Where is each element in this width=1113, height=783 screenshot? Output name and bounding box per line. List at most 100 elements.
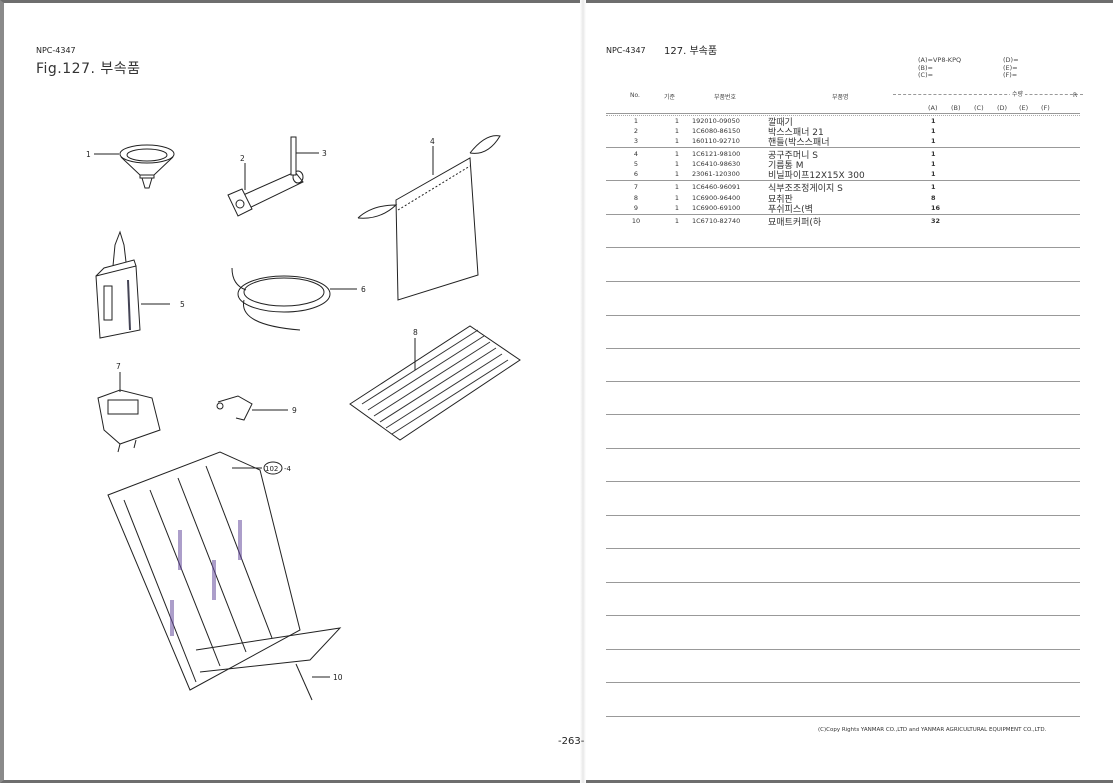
- row-no: 1: [633, 117, 639, 125]
- callout-8: 8: [413, 328, 418, 337]
- row-part-number: 192010-09050: [692, 117, 740, 125]
- model-e: (E)=: [1003, 63, 1018, 72]
- funnel-drawing: [94, 144, 175, 189]
- row-part-number: 1C6121-98100: [692, 150, 741, 158]
- ruled-line: [606, 348, 1080, 349]
- callout-2: 2: [240, 154, 245, 163]
- callout-10: 10: [333, 673, 343, 682]
- callout-6: 6: [361, 285, 366, 294]
- ruled-line: [606, 281, 1080, 282]
- ruled-line: [606, 515, 1080, 516]
- row-qty-a: 16: [931, 204, 941, 212]
- ruled-line: [606, 247, 1080, 248]
- ruled-line: [606, 716, 1080, 717]
- subheader-e: (E): [1019, 104, 1029, 112]
- row-qty-a: 1: [931, 170, 936, 178]
- row-no: 5: [633, 160, 639, 168]
- row-no: 2: [633, 127, 639, 135]
- planter-frame-drawing: [107, 451, 342, 701]
- left-page-code: NPC-4347: [36, 46, 76, 55]
- page-number: -263-: [558, 736, 585, 747]
- row-ref: 1: [674, 204, 680, 212]
- group-rule: [606, 214, 1080, 215]
- table-row: 3 1 160110-92710 핸들(박스스패너 1: [606, 137, 1080, 148]
- subheader-f: (F): [1041, 104, 1050, 112]
- row-ref: 1: [674, 117, 680, 125]
- row-ref: 1: [674, 217, 680, 225]
- row-qty-a: 32: [931, 217, 941, 225]
- row-ref: 1: [674, 183, 680, 191]
- row-part-number: 23061-120300: [692, 170, 740, 178]
- row-qty-a: 1: [931, 127, 936, 135]
- row-qty-a: 8: [931, 194, 936, 202]
- row-part-name: 박스스패너 21: [768, 128, 824, 138]
- row-no: 3: [633, 137, 639, 145]
- table-row: 8 1 1C6900-96400 묘취판 8: [606, 194, 1080, 205]
- row-no: 7: [633, 183, 639, 191]
- quantity-header-line: [893, 94, 1083, 95]
- callout-5: 5: [180, 300, 185, 309]
- push-piece-drawing: [216, 395, 288, 421]
- row-qty-a: 1: [931, 150, 936, 158]
- ruled-line: [606, 414, 1080, 415]
- row-ref: 1: [674, 194, 680, 202]
- ruled-line: [606, 448, 1080, 449]
- row-part-name: 푸쉬피스(벽: [768, 205, 813, 215]
- row-part-name: 핸들(박스스패너: [768, 138, 830, 148]
- callout-7: 7: [116, 362, 121, 371]
- row-part-number: 1C6410-98630: [692, 160, 741, 168]
- row-part-number: 1C6710-82740: [692, 217, 741, 225]
- row-no: 10: [631, 217, 641, 225]
- row-part-number: 1C6900-69100: [692, 204, 741, 212]
- row-part-name: 깔때기: [768, 118, 793, 128]
- table-row: 9 1 1C6900-69100 푸쉬피스(벽 16: [606, 204, 1080, 215]
- row-ref: 1: [674, 137, 680, 145]
- parts-illustration: 1 2 3 4 5 6 7 8 9 10 102 -4: [86, 135, 521, 701]
- right-page-title: 127. 부속품: [664, 46, 718, 57]
- row-part-name: 묘매트커퍼(하: [768, 218, 822, 228]
- row-part-name: 비닐파이프12X15X 300: [768, 171, 865, 181]
- row-part-name: 묘취판: [768, 195, 793, 205]
- table-row: 5 1 1C6410-98630 기름통 M 1: [606, 160, 1080, 171]
- row-ref: 1: [674, 127, 680, 135]
- reference-suffix: -4: [284, 465, 292, 473]
- model-d: (D)=: [1003, 56, 1019, 64]
- header-rule: [606, 113, 1080, 114]
- header-part-name: 부품명: [832, 94, 849, 101]
- table-row: 7 1 1C6460-96091 식부조조정게이지 S 1: [606, 183, 1080, 194]
- row-no: 8: [633, 194, 639, 202]
- callout-1: 1: [86, 150, 91, 159]
- row-part-number: 160110-92710: [692, 137, 740, 145]
- header-r: R: [1073, 92, 1078, 99]
- ruled-line: [606, 548, 1080, 549]
- oil-can-drawing: [95, 230, 170, 339]
- table-row: 4 1 1C6121-98100 공구주머니 S 1: [606, 150, 1080, 161]
- callout-4: 4: [430, 137, 435, 146]
- row-qty-a: 1: [931, 160, 936, 168]
- row-qty-a: 1: [931, 137, 936, 145]
- table-row: 2 1 1C6080-86150 박스스패너 21 1: [606, 127, 1080, 138]
- handle-drawing: [290, 136, 319, 176]
- row-ref: 1: [674, 160, 680, 168]
- model-a: (A)=VP8-KPQ: [918, 56, 962, 64]
- ruled-line: [606, 649, 1080, 650]
- gauge-drawing: [97, 372, 161, 453]
- callout-3: 3: [322, 149, 327, 158]
- row-part-number: 1C6460-96091: [692, 183, 741, 191]
- row-qty-a: 1: [931, 183, 936, 191]
- header-no: No.: [630, 92, 640, 99]
- subheader-d: (D): [997, 104, 1008, 112]
- table-row: 1 1 192010-09050 깔때기 1: [606, 117, 1080, 128]
- group-rule: [606, 180, 1080, 181]
- model-f: (F)=: [1003, 71, 1018, 79]
- reference-figure-number: 102: [265, 465, 278, 473]
- table-row: 10 1 1C6710-82740 묘매트커퍼(하 32: [606, 217, 1080, 228]
- ruled-line: [606, 582, 1080, 583]
- subheader-c: (C): [974, 104, 984, 112]
- subheader-b: (B): [951, 104, 961, 112]
- vinyl-pipe-drawing: [231, 267, 357, 331]
- model-c: (C)=: [918, 71, 934, 79]
- header-quantity: 수량: [1010, 89, 1026, 98]
- figure-title: Fig.127. 부속품: [36, 61, 141, 77]
